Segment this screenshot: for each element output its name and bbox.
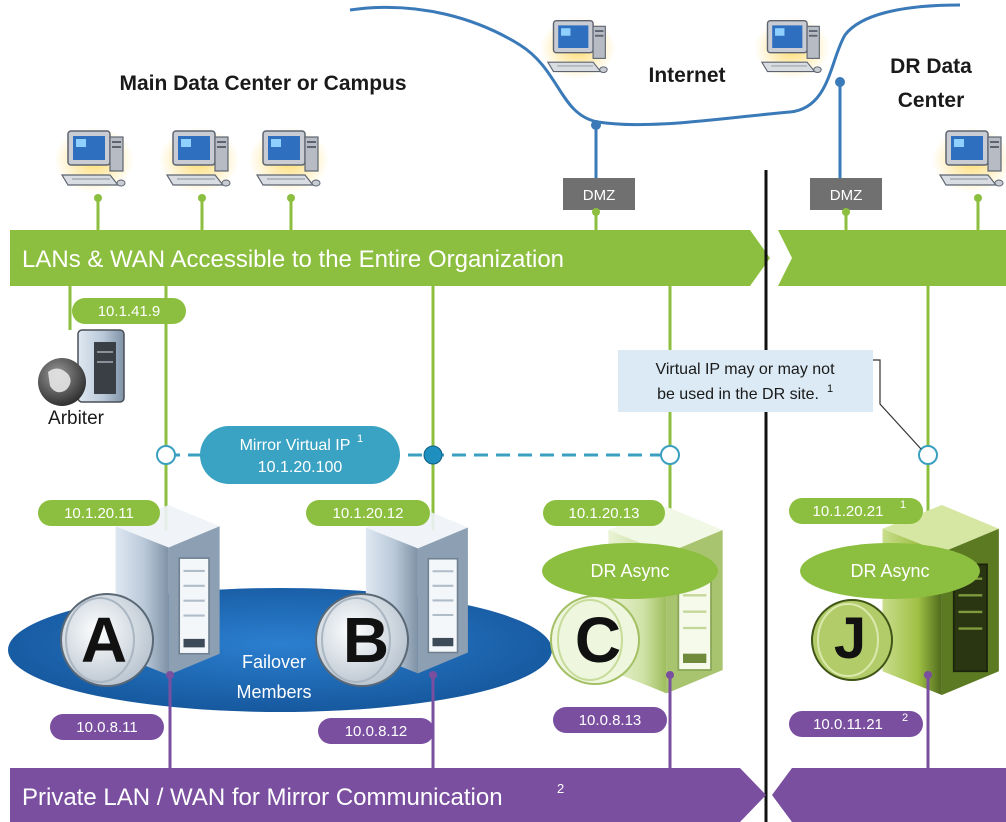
ip-a-private: 10.0.8.11 — [76, 719, 137, 736]
mirror-virtual-ip-pill: Mirror Virtual IP 1 10.1.20.100 — [200, 426, 400, 484]
dmz-label: DMZ — [830, 187, 863, 204]
dr-async-label: DR Async — [590, 561, 669, 581]
ip-c-private: 10.0.8.13 — [579, 712, 642, 729]
database-icon — [811, 599, 893, 681]
ip-j-public: 10.1.20.21 — [813, 503, 884, 520]
private-banner-footnote: 2 — [557, 781, 564, 796]
dr-dc-title-line1: DR Data — [890, 55, 972, 78]
workstation-icon — [931, 126, 1006, 194]
ip-pill-j-private: 10.0.11.21 2 — [789, 711, 923, 737]
lan-wan-banner-label: LANs & WAN Accessible to the Entire Orga… — [22, 246, 564, 273]
ip-c-public: 10.1.20.13 — [569, 505, 640, 522]
lan-wan-banner: LANs & WAN Accessible to the Entire Orga… — [10, 230, 1006, 286]
virtual-ip-footnote: 1 — [357, 433, 363, 445]
ip-pill-j-public: 10.1.20.21 1 — [789, 498, 923, 524]
dmz-box-main: DMZ — [563, 178, 635, 210]
server-letter-a: A — [81, 604, 127, 676]
server-letter-j: J — [834, 606, 866, 671]
dmz-box-dr: DMZ — [810, 178, 882, 210]
ip-pill-c-public: 10.1.20.13 — [543, 500, 665, 526]
workstation-icon — [539, 16, 617, 80]
workstation-icon — [248, 126, 330, 194]
ip-a-public: 10.1.20.11 — [64, 505, 134, 522]
workstation-icon — [753, 16, 831, 80]
server-letter-c: C — [575, 604, 621, 676]
ip-j-private-footnote: 2 — [902, 712, 908, 724]
main-dc-title: Main Data Center or Campus — [119, 72, 406, 95]
ip-j-public-footnote: 1 — [900, 499, 906, 511]
dr-note-line1: Virtual IP may or may not — [655, 361, 835, 378]
ip-pill-a-public: 10.1.20.11 — [38, 500, 160, 526]
dr-dc-title-line2: Center — [898, 89, 965, 112]
server-icon — [881, 505, 1001, 695]
virtual-ip-address: 10.1.20.100 — [258, 459, 343, 476]
ip-pill-a-private: 10.0.8.11 — [50, 714, 164, 740]
ip-pill-b-private: 10.0.8.12 — [318, 718, 434, 744]
ip-b-private: 10.0.8.12 — [345, 723, 408, 740]
database-icon — [60, 593, 154, 687]
internet-link-line — [349, 3, 961, 127]
dr-virtual-ip-note: Virtual IP may or may not be used in the… — [618, 350, 873, 412]
dr-note-footnote: 1 — [827, 383, 833, 395]
internet-title: Internet — [648, 64, 725, 87]
failover-label-line1: Failover — [242, 652, 306, 672]
dmz-label: DMZ — [583, 187, 616, 204]
workstation-icon — [53, 126, 135, 194]
dr-async-badge-j: DR Async — [800, 543, 980, 599]
dr-async-label: DR Async — [850, 561, 929, 581]
failover-label-line2: Members — [236, 682, 311, 702]
server-letter-b: B — [343, 604, 389, 676]
private-banner-label: Private LAN / WAN for Mirror Communicati… — [22, 784, 503, 811]
workstation-icon — [158, 126, 240, 194]
private-lan-wan-banner: Private LAN / WAN for Mirror Communicati… — [10, 768, 1006, 822]
ip-b-public: 10.1.20.12 — [333, 505, 404, 522]
ip-pill-arbiter: 10.1.41.9 — [72, 298, 186, 324]
private-network-connectors — [168, 672, 930, 768]
ip-arbiter: 10.1.41.9 — [98, 303, 161, 320]
database-icon — [315, 593, 409, 687]
ip-pill-b-public: 10.1.20.12 — [306, 500, 430, 526]
virtual-ip-title: Mirror Virtual IP — [240, 437, 351, 454]
dr-async-badge-c: DR Async — [542, 543, 718, 599]
dr-note-line2: be used in the DR site. — [657, 386, 819, 403]
arbiter-server-icon — [38, 329, 125, 406]
ip-j-private: 10.0.11.21 — [813, 716, 883, 733]
arbiter-label: Arbiter — [48, 408, 105, 429]
ip-pill-c-private: 10.0.8.13 — [553, 707, 667, 733]
